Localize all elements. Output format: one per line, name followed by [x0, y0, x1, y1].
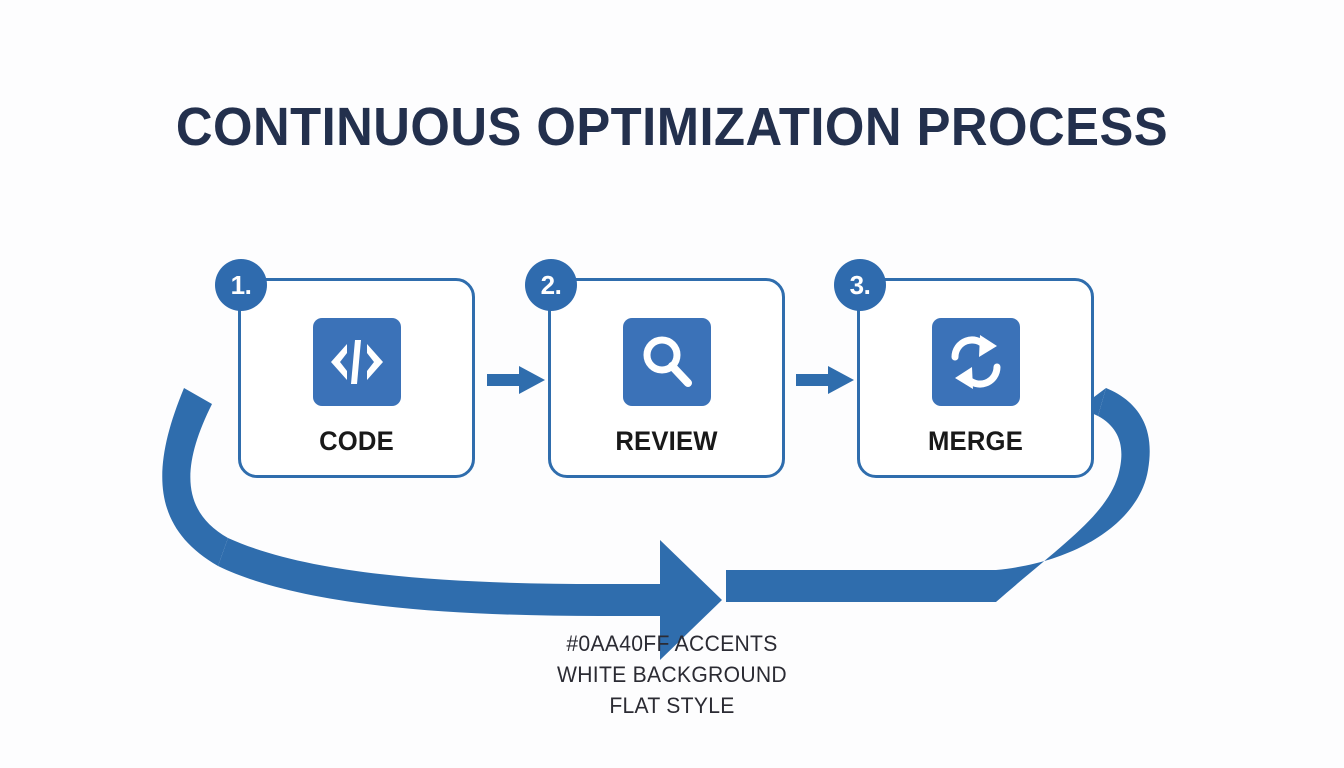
step-card-review[interactable]: 2. REVIEW [525, 259, 785, 478]
caption-line-accents: #0AA40FF ACCENTS [566, 631, 778, 656]
sync-arrows-icon [931, 318, 1020, 406]
right-arrow-icon [487, 366, 545, 394]
step-badge-2: 2. [525, 259, 577, 311]
caption-line-style: FLAT STYLE [609, 693, 735, 718]
step-label-1: CODE [319, 426, 394, 456]
step-badge-1: 1. [215, 259, 267, 311]
step-label-3: MERGE [927, 426, 1023, 456]
step-card-merge[interactable]: 3. MERGE [834, 259, 1094, 478]
caption-line-background: WHITE BACKGROUND [557, 662, 787, 687]
code-brackets-icon [312, 318, 401, 406]
step-badge-3: 3. [834, 259, 886, 311]
step-label-2: REVIEW [615, 426, 718, 456]
page-title: CONTINUOUS OPTIMIZATION PROCESS [175, 97, 1169, 157]
caption-block: #0AA40FF ACCENTS WHITE BACKGROUND FLAT S… [0, 628, 1344, 721]
magnifying-glass-icon [622, 318, 711, 406]
right-arrow-icon [796, 366, 854, 394]
step-card-code[interactable]: 1. CODE [215, 259, 475, 478]
